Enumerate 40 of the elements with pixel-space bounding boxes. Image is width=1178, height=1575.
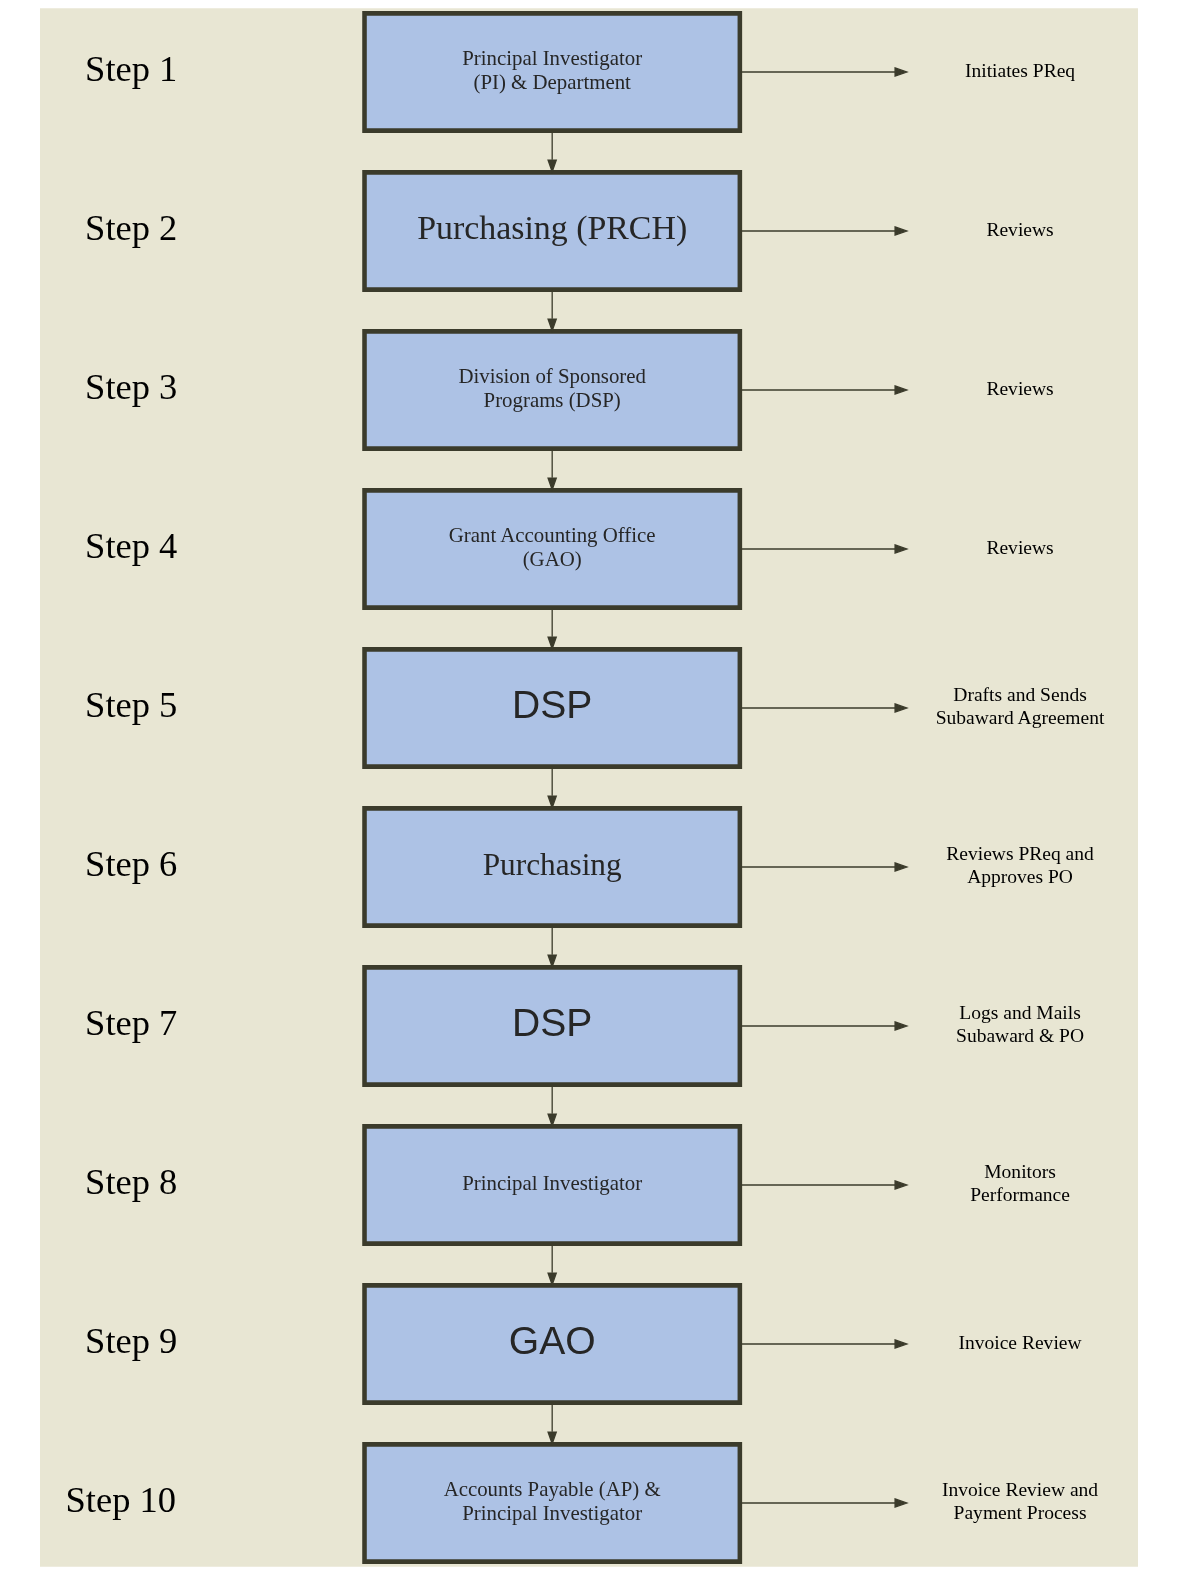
node-text: Drafts and Sends Subaward Agreement — [935, 684, 1105, 728]
arrow — [739, 1338, 909, 1349]
arrow — [739, 385, 909, 396]
label: Step 4 — [85, 525, 178, 566]
arrow — [739, 544, 909, 555]
arrow — [739, 67, 909, 78]
label: Step 6 — [85, 842, 178, 884]
node-box: Purchasing — [362, 806, 743, 928]
label: Step 9 — [85, 1319, 178, 1361]
arrow — [739, 703, 909, 714]
node-box: Division of Sponsored Programs (DSP) — [362, 329, 743, 451]
arrow — [739, 1179, 909, 1190]
node-box: Purchasing (PRCH) — [362, 170, 743, 292]
label: Step 5 — [85, 683, 178, 725]
node-text: Invoice Review and Payment Process — [941, 1479, 1099, 1523]
label: Step 3 — [85, 366, 178, 407]
node-text: Initiates PReq — [964, 59, 1076, 81]
arrow — [739, 861, 909, 872]
node-text: Logs and Mails Subaward & PO — [956, 1002, 1085, 1046]
node-text: Reviews — [986, 536, 1054, 558]
node-box: Grant Accounting Office (GAO) — [362, 488, 743, 610]
node-box: DSP — [362, 647, 743, 769]
node-box: Accounts Payable (AP) & Principal Investigator — [362, 1442, 743, 1564]
label: Step 7 — [85, 1001, 178, 1043]
arrow — [739, 1497, 909, 1508]
node-text: Reviews — [986, 377, 1054, 399]
node-text: Monitors Performance — [970, 1161, 1070, 1205]
node-text: Reviews — [986, 218, 1054, 240]
node-text: Reviews PReq and Approves PO — [946, 843, 1094, 887]
arrow — [739, 1020, 909, 1031]
label: Step 2 — [85, 207, 178, 248]
arrow — [739, 226, 909, 237]
node-box: Principal Investigator (PI) & Department — [362, 11, 743, 133]
node-box: Principal Investigator — [362, 1124, 743, 1246]
node-box: DSP — [362, 965, 743, 1087]
node-text: Invoice Review — [958, 1331, 1082, 1353]
label: Step 1 — [85, 48, 178, 89]
node-box: GAO — [362, 1283, 743, 1405]
label: Step 8 — [85, 1160, 178, 1202]
label: Step 10 — [65, 1478, 177, 1520]
